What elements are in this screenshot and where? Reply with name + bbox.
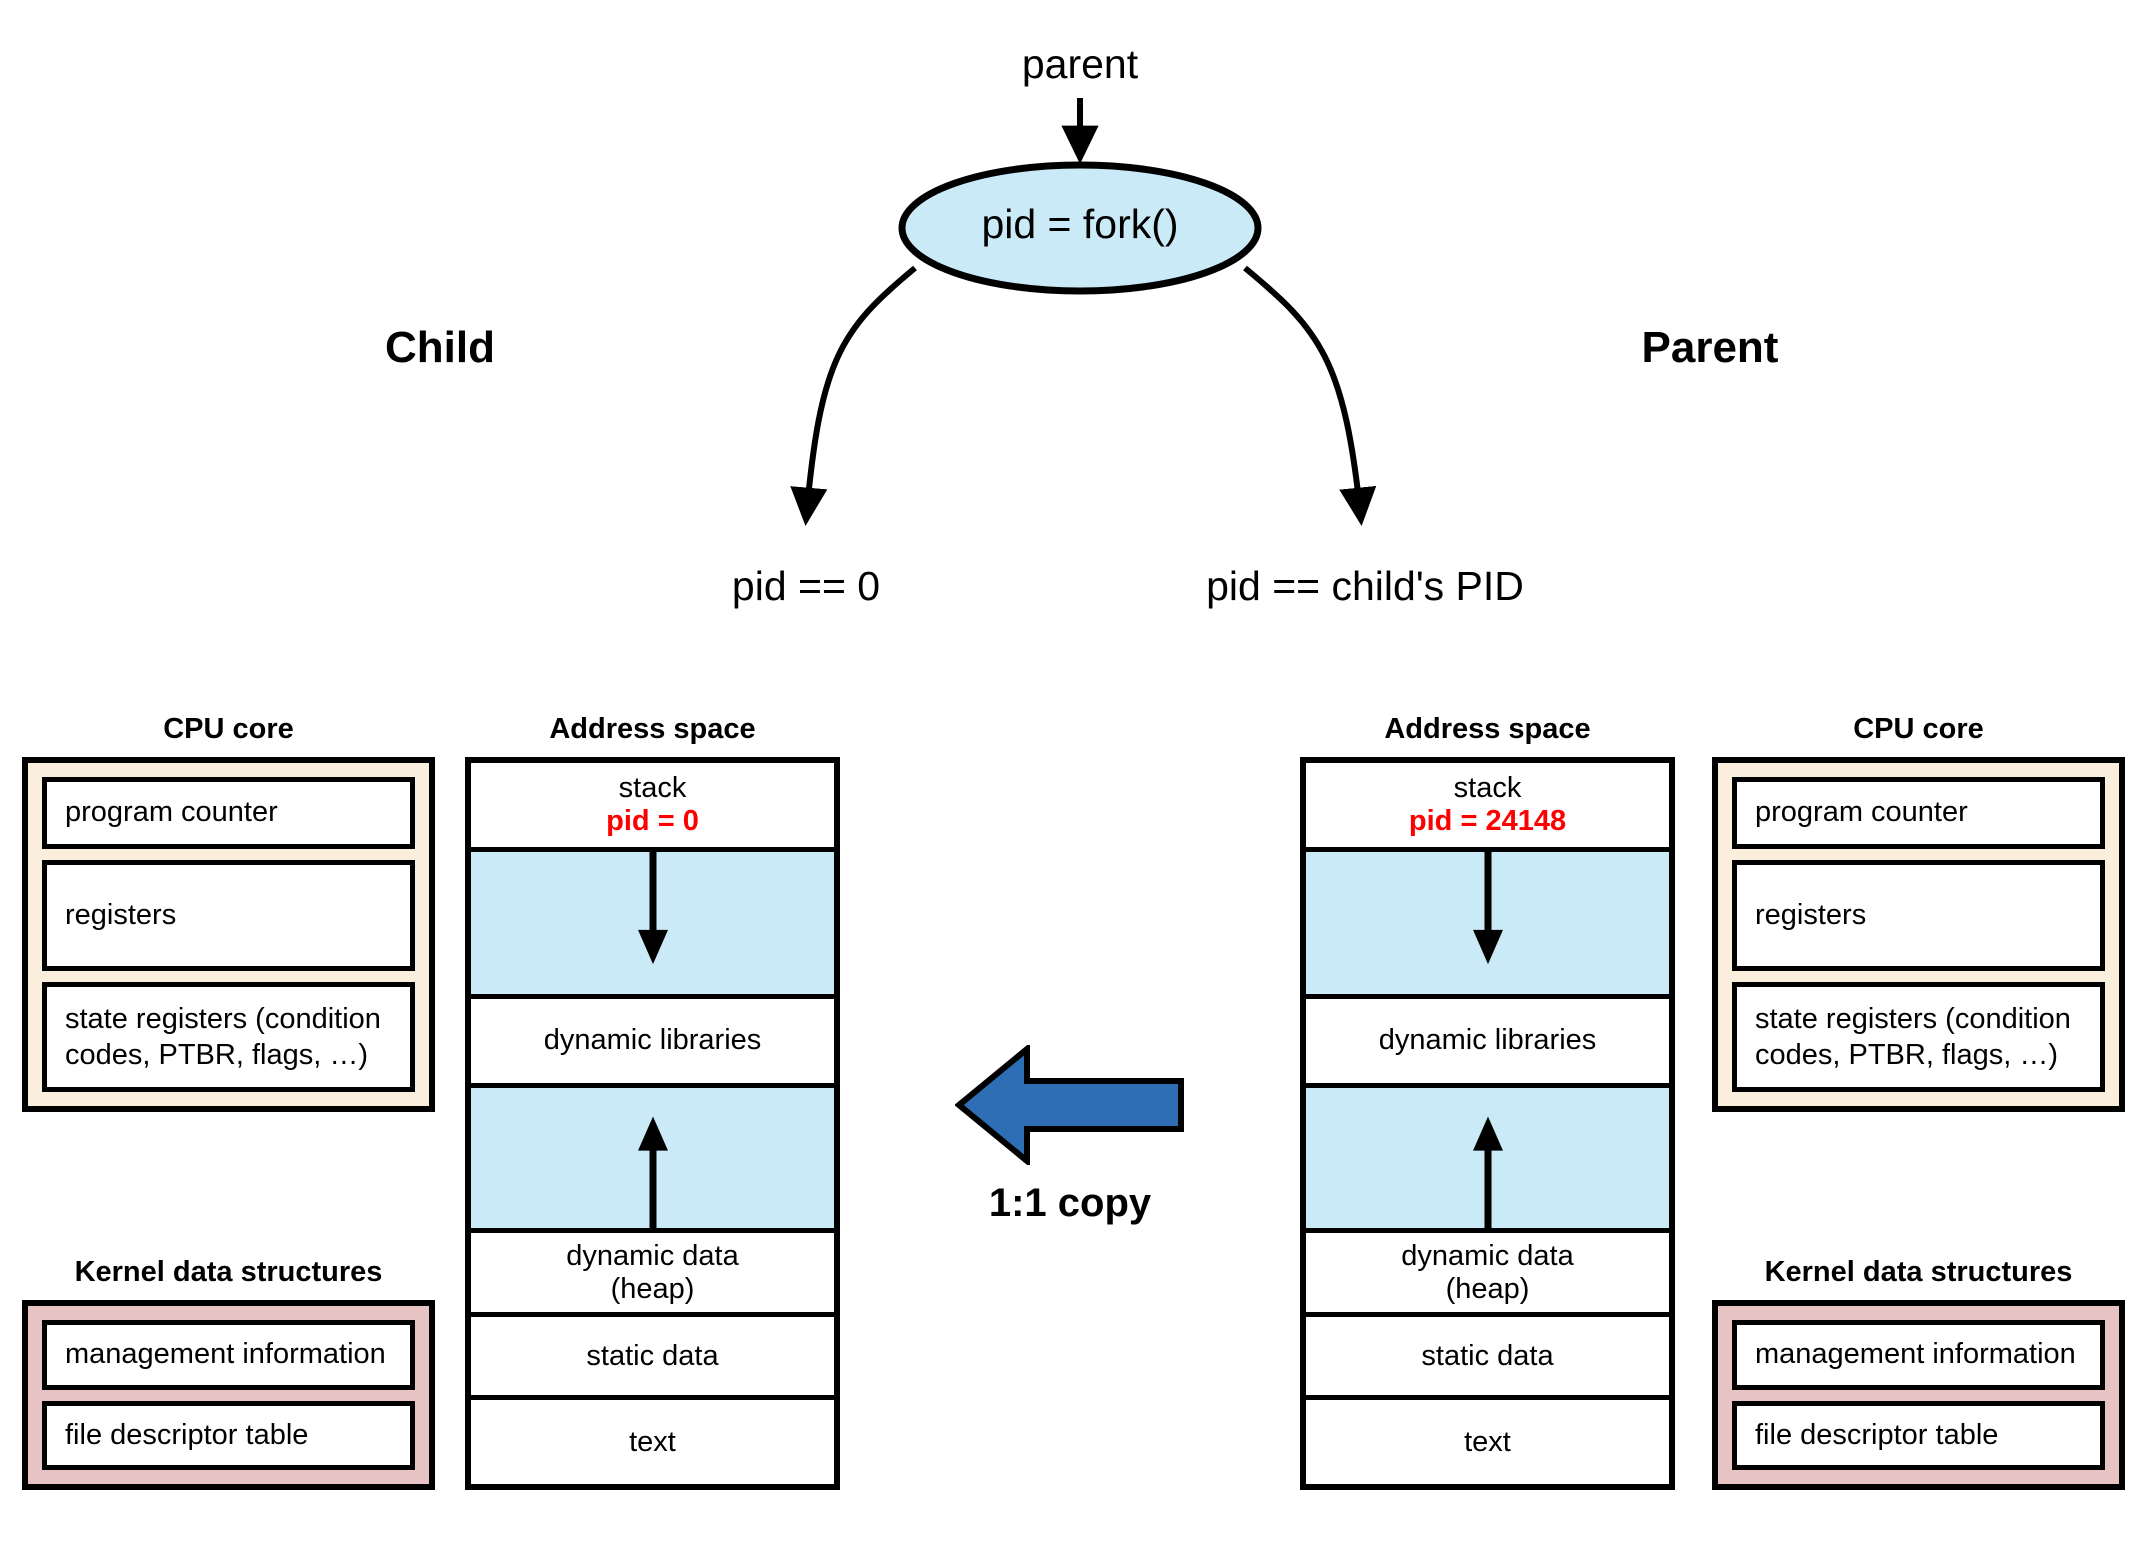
child-segment-stack-growth-gap (471, 851, 834, 1000)
child-cpu-row-program-counter-label: program counter (65, 796, 278, 829)
child-pid-value: pid = 0 (606, 804, 699, 837)
parent-kernel-box: management information file descriptor t… (1712, 1300, 2125, 1490)
parent-pid-value: pid = 24148 (1408, 804, 1567, 837)
child-kernel-row-file-descriptor-table-label: file descriptor table (65, 1418, 309, 1451)
parent-cpu-row-state-registers: state registers (condition codes, PTBR, … (1732, 982, 2105, 1092)
parent-kernel-title: Kernel data structures (1764, 1256, 2073, 1288)
parent-cpu-row-registers: registers (1732, 859, 2105, 972)
parent-segment-dynamic-data-label: dynamic data (heap) (1401, 1239, 1574, 1305)
parent-kernel-row-management-information: management information (1732, 1320, 2105, 1390)
child-kernel-title: Kernel data structures (74, 1256, 383, 1288)
parent-segment-static-data: static data (1306, 1316, 1669, 1401)
child-segment-dynamic-data: dynamic data (heap) (471, 1233, 834, 1317)
parent-segment-static-data-label: static data (1421, 1339, 1554, 1372)
child-cpu-row-registers-label: registers (65, 899, 177, 932)
stack-grows-down-arrow-icon (637, 851, 668, 964)
parent-segment-dynamic-libraries-label: dynamic libraries (1378, 1024, 1597, 1057)
parent-address-space-title: Address space (1384, 713, 1591, 745)
child-segment-dynamic-data-label: dynamic data (heap) (566, 1239, 739, 1305)
parent-cpu-core-title: CPU core (1853, 713, 1984, 745)
child-cpu-row-state-registers: state registers (condition codes, PTBR, … (42, 982, 415, 1092)
child-cpu-core-title: CPU core (163, 713, 294, 745)
left-arrow-icon (954, 1042, 1184, 1168)
parent-cpu-row-program-counter: program counter (1732, 777, 2105, 849)
child-address-space-title: Address space (549, 713, 756, 745)
copy-label: 1:1 copy (988, 1181, 1152, 1225)
child-segment-heap-growth-gap (471, 1087, 834, 1234)
child-cpu-row-registers: registers (42, 859, 415, 972)
child-cpu-row-state-registers-label: state registers (condition codes, PTBR, … (65, 1002, 381, 1072)
heap-grows-up-arrow-icon (637, 1116, 668, 1229)
parent-segment-stack: stack pid = 24148 (1306, 763, 1669, 852)
parent-cpu-row-program-counter-label: program counter (1755, 796, 1968, 829)
child-segment-dynamic-libraries: dynamic libraries (471, 999, 834, 1088)
parent-segment-stack-label: stack (1453, 771, 1522, 804)
parent-side-label: Parent (1641, 323, 1779, 372)
child-segment-text-label: text (629, 1425, 676, 1458)
child-kernel-box: management information file descriptor t… (22, 1300, 435, 1490)
flow-entry-label: parent (1021, 41, 1139, 87)
parent-branch-label: pid == child's PID (1206, 563, 1524, 609)
parent-kernel-row-management-information-label: management information (1755, 1338, 2076, 1371)
child-segment-static-data: static data (471, 1316, 834, 1401)
parent-cpu-core-box: program counter registers state register… (1712, 757, 2125, 1112)
parent-segment-dynamic-libraries: dynamic libraries (1306, 999, 1669, 1088)
parent-segment-dynamic-data: dynamic data (heap) (1306, 1233, 1669, 1317)
child-branch-label: pid == 0 (731, 563, 881, 609)
copy-arrow (954, 1042, 1185, 1168)
stack-grows-down-arrow-icon (1472, 851, 1503, 964)
child-address-space-box: stack pid = 0 dynamic libraries dynamic … (465, 757, 840, 1490)
parent-segment-heap-growth-gap (1306, 1087, 1669, 1234)
parent-segment-text: text (1306, 1400, 1669, 1485)
child-segment-text: text (471, 1400, 834, 1485)
child-side-label: Child (385, 323, 495, 372)
parent-cpu-row-registers-label: registers (1755, 899, 1867, 932)
child-segment-dynamic-libraries-label: dynamic libraries (543, 1024, 762, 1057)
child-kernel-row-file-descriptor-table: file descriptor table (42, 1400, 415, 1470)
parent-kernel-row-file-descriptor-table: file descriptor table (1732, 1400, 2105, 1470)
child-kernel-row-management-information: management information (42, 1320, 415, 1390)
parent-segment-text-label: text (1464, 1425, 1511, 1458)
child-segment-static-data-label: static data (586, 1339, 719, 1372)
child-segment-stack: stack pid = 0 (471, 763, 834, 852)
heap-grows-up-arrow-icon (1472, 1116, 1503, 1229)
parent-segment-stack-growth-gap (1306, 851, 1669, 1000)
parent-address-space-box: stack pid = 24148 dynamic libraries dyna… (1300, 757, 1675, 1490)
child-cpu-core-box: program counter registers state register… (22, 757, 435, 1112)
parent-kernel-row-file-descriptor-table-label: file descriptor table (1755, 1418, 1999, 1451)
child-segment-stack-label: stack (618, 771, 687, 804)
fork-call-node-label: pid = fork() (981, 201, 1179, 247)
child-cpu-row-program-counter: program counter (42, 777, 415, 849)
parent-cpu-row-state-registers-label: state registers (condition codes, PTBR, … (1755, 1002, 2071, 1072)
child-kernel-row-management-information-label: management information (65, 1338, 386, 1371)
